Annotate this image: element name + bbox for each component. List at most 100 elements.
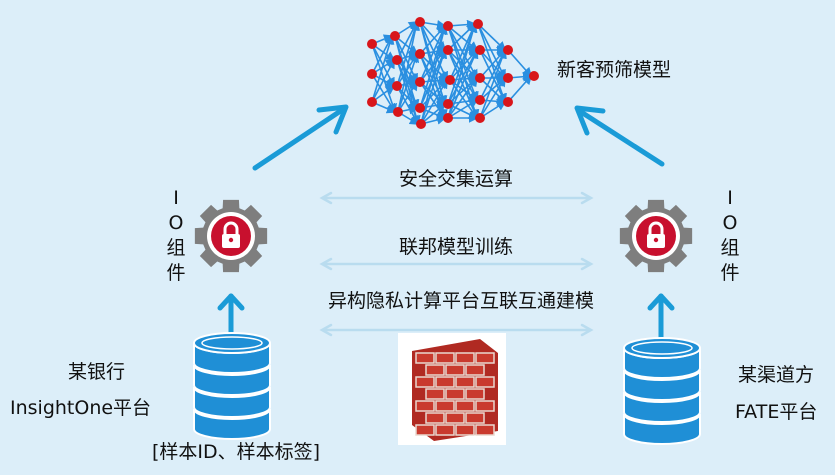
firewall-brick <box>435 424 455 436</box>
firewall-brick <box>445 412 465 424</box>
firewall-brick <box>415 424 435 436</box>
network-edge <box>507 49 533 78</box>
io-char: I <box>727 187 733 209</box>
network-edge <box>396 20 420 87</box>
database-tier <box>193 364 271 396</box>
network-node <box>475 73 485 83</box>
database-icon-left <box>193 332 271 440</box>
network-edge <box>371 43 397 114</box>
io-char: 组 <box>166 237 186 259</box>
firewall-brick <box>425 412 445 424</box>
network-node <box>415 77 425 87</box>
io-char: O <box>722 212 738 234</box>
network-edge <box>420 78 448 125</box>
network-node <box>503 73 513 83</box>
network-edge <box>447 49 479 80</box>
network-edge <box>449 22 477 81</box>
firewall-brick <box>425 364 445 376</box>
network-node <box>443 99 453 109</box>
database-tier <box>623 391 701 423</box>
firewall-brick <box>475 424 495 436</box>
io-component-label-right: I O 组 件 <box>718 186 742 286</box>
database-top-ring <box>631 341 693 355</box>
network-node <box>415 17 425 27</box>
network-edge <box>419 24 447 83</box>
lock-shackle <box>223 221 239 234</box>
network-node <box>475 113 485 123</box>
io-char: O <box>168 212 184 234</box>
network-node <box>475 95 485 105</box>
neural-network-nodes <box>367 17 539 129</box>
io-char: 件 <box>166 262 186 284</box>
network-node <box>392 55 402 65</box>
network-node <box>473 19 483 29</box>
right-platform-name: FATE平台 <box>735 401 818 423</box>
firewall-brick <box>465 388 485 400</box>
database-tier <box>623 413 701 445</box>
firewall-icon <box>398 333 506 445</box>
network-edge <box>371 58 395 103</box>
network-node <box>367 97 377 107</box>
database-top <box>623 337 701 359</box>
network-node <box>390 31 400 41</box>
io-char: I <box>173 187 179 209</box>
left-org-name: 某银行 <box>68 361 126 383</box>
network-node <box>415 103 425 113</box>
network-edge <box>371 34 395 103</box>
network-edge <box>447 48 479 119</box>
network-edge <box>420 102 447 125</box>
database-icon-right <box>623 337 701 445</box>
network-edge <box>419 53 449 82</box>
firewall-brick <box>415 376 435 388</box>
network-node <box>367 39 377 49</box>
sync-arrow-federated-training <box>319 257 594 271</box>
arrow-left-db-up <box>217 293 245 341</box>
network-node <box>443 21 453 31</box>
sync-arrow-interop <box>319 323 594 337</box>
network-node <box>475 45 485 55</box>
network-node <box>415 49 425 59</box>
network-edge <box>420 24 448 125</box>
network-edge <box>397 80 418 113</box>
network-edge <box>447 99 479 119</box>
firewall-brick <box>455 376 475 388</box>
network-edge <box>479 48 507 119</box>
database-tier <box>623 369 701 401</box>
secure-compute-label: 安全交集运算 <box>398 168 513 190</box>
database-tier <box>193 386 271 418</box>
federated-training-label: 联邦模型训练 <box>398 236 513 258</box>
firewall-brick <box>455 424 475 436</box>
lock-keyhole <box>228 237 234 243</box>
network-node <box>445 75 455 85</box>
network-edge <box>419 81 447 106</box>
database-top <box>193 332 271 354</box>
firewall-brick <box>415 352 435 364</box>
network-node <box>367 69 377 79</box>
model-label: 新客预筛模型 <box>557 59 672 81</box>
firewall-brick <box>475 400 495 412</box>
gear-lock-icon-right <box>619 199 693 273</box>
right-org-name: 某渠道方 <box>738 364 815 386</box>
io-char: 件 <box>720 262 740 284</box>
firewall-brick <box>425 388 445 400</box>
network-node <box>503 45 513 55</box>
network-node <box>393 107 403 117</box>
arrow-right-db-up <box>647 293 675 348</box>
firewall-brick <box>465 364 485 376</box>
firewall-brick <box>445 364 465 376</box>
left-platform-name: InsightOne平台 <box>10 397 152 419</box>
network-edge <box>397 20 421 113</box>
arrow-right-to-model <box>574 105 665 167</box>
network-node <box>503 97 513 107</box>
arrow-left-to-model <box>252 104 349 171</box>
database-tier <box>193 408 271 440</box>
network-node <box>392 81 402 91</box>
io-char: 组 <box>720 237 740 259</box>
network-edge <box>420 48 448 125</box>
firewall-brick <box>435 400 455 412</box>
network-edge <box>507 74 533 103</box>
network-edge <box>479 76 506 119</box>
network-node <box>529 71 539 81</box>
